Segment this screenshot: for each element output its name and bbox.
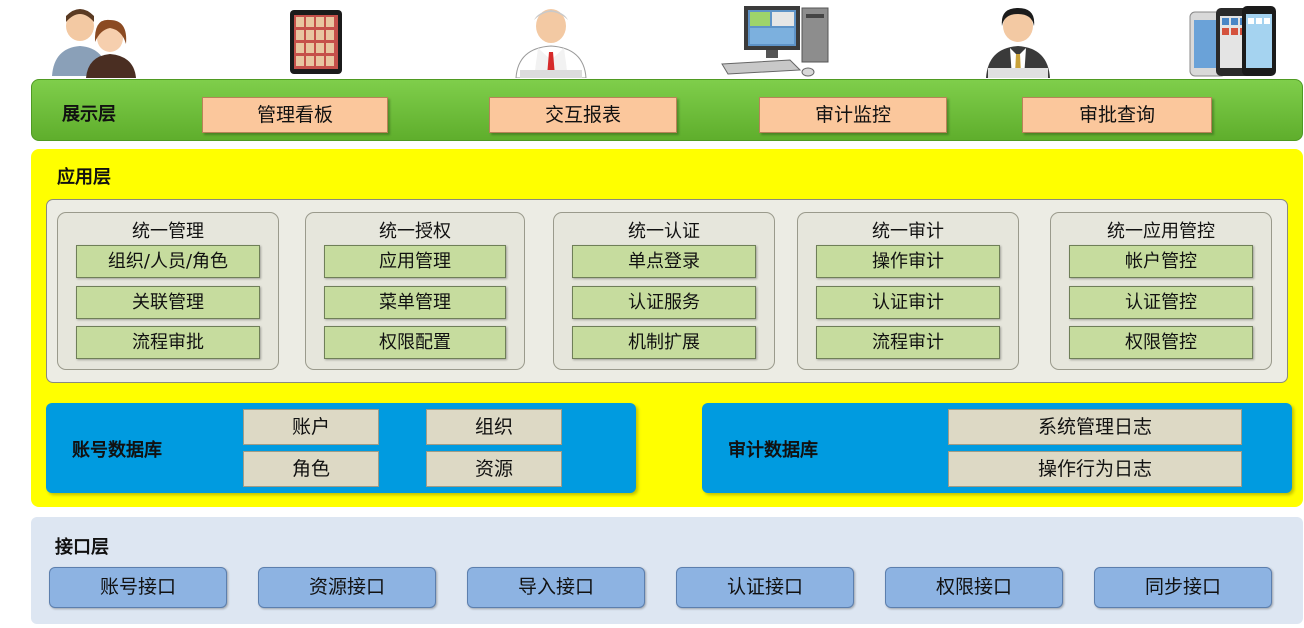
unified-authentication-module: 统一认证 单点登录 认证服务 机制扩展: [553, 212, 775, 370]
module-title: 统一认证: [628, 221, 700, 242]
unified-authorization-module: 统一授权 应用管理 菜单管理 权限配置: [305, 212, 525, 370]
unified-management-module: 统一管理 组织/人员/角色 关联管理 流程审批: [57, 212, 279, 370]
db-item-organization: 组织: [426, 409, 562, 445]
module-item: 流程审批: [76, 326, 260, 359]
db-item-resource: 资源: [426, 451, 562, 487]
people-icon: [52, 9, 136, 78]
businessman-icon: [515, 9, 587, 78]
application-layer: 应用层 统一管理 组织/人员/角色 关联管理 流程审批 统一授权 应用管理 菜单…: [31, 149, 1303, 507]
account-database: 账号数据库 账户 组织 角色 资源: [46, 403, 636, 493]
interface-layer: 接口层 账号接口 资源接口 导入接口 认证接口 权限接口 同步接口: [31, 517, 1303, 624]
module-item: 单点登录: [572, 245, 756, 278]
db-item-operation-log: 操作行为日志: [948, 451, 1242, 487]
module-item: 操作审计: [816, 245, 1000, 278]
auth-interface-box: 认证接口: [676, 567, 854, 608]
module-item: 认证管控: [1069, 286, 1253, 319]
unified-audit-module: 统一审计 操作审计 认证审计 流程审计: [797, 212, 1019, 370]
module-item: 菜单管理: [324, 286, 506, 319]
interactive-report-box: 交互报表: [489, 97, 677, 133]
module-item: 权限配置: [324, 326, 506, 359]
presentation-layer: 展示层 管理看板 交互报表 审计监控 审批查询: [31, 79, 1303, 141]
account-database-title: 账号数据库: [72, 440, 162, 461]
module-item: 组织/人员/角色: [76, 245, 260, 278]
audit-database: 审计数据库 系统管理日志 操作行为日志: [702, 403, 1292, 493]
module-item: 认证审计: [816, 286, 1000, 319]
audit-monitor-box: 审计监控: [759, 97, 947, 133]
account-interface-box: 账号接口: [49, 567, 227, 608]
module-title: 统一授权: [379, 221, 451, 242]
resource-interface-box: 资源接口: [258, 567, 436, 608]
module-item: 流程审计: [816, 326, 1000, 359]
db-item-system-log: 系统管理日志: [948, 409, 1242, 445]
presentation-layer-title: 展示层: [62, 104, 116, 125]
module-item: 机制扩展: [572, 326, 756, 359]
unified-app-control-module: 统一应用管控 帐户管控 认证管控 权限管控: [1050, 212, 1272, 370]
module-title: 统一管理: [132, 221, 204, 242]
interface-layer-title: 接口层: [55, 537, 109, 558]
module-item: 权限管控: [1069, 326, 1253, 359]
module-title: 统一应用管控: [1107, 221, 1215, 242]
db-item-account: 账户: [243, 409, 379, 445]
application-layer-title: 应用层: [57, 167, 111, 188]
tablet-icon: [290, 10, 342, 74]
db-item-role: 角色: [243, 451, 379, 487]
module-item: 关联管理: [76, 286, 260, 319]
approval-query-box: 审批查询: [1022, 97, 1212, 133]
module-item: 认证服务: [572, 286, 756, 319]
sync-interface-box: 同步接口: [1094, 567, 1272, 608]
import-interface-box: 导入接口: [467, 567, 645, 608]
management-dashboard-box: 管理看板: [202, 97, 388, 133]
application-modules-panel: 统一管理 组织/人员/角色 关联管理 流程审批 统一授权 应用管理 菜单管理 权…: [46, 199, 1288, 383]
desktop-computer-icon: [721, 6, 829, 77]
smartphone-icon: [1189, 6, 1276, 77]
audit-database-title: 审计数据库: [728, 440, 818, 461]
module-item: 应用管理: [324, 245, 506, 278]
module-item: 帐户管控: [1069, 245, 1253, 278]
module-title: 统一审计: [872, 221, 944, 242]
permission-interface-box: 权限接口: [885, 567, 1063, 608]
user-icon: [986, 8, 1050, 78]
